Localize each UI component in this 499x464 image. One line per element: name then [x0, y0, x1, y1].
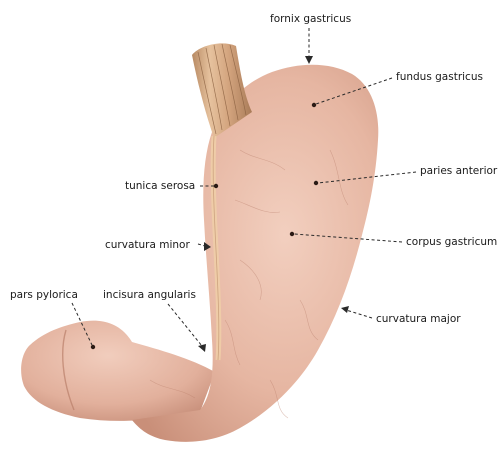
label-curvatura-major: curvatura major	[376, 313, 461, 325]
leader-incisura	[168, 304, 202, 346]
label-pars-pylorica: pars pylorica	[10, 289, 78, 301]
pyloric-part-shape	[21, 321, 215, 421]
arrow-fornix	[305, 56, 313, 64]
label-curvatura-minor: curvatura minor	[105, 239, 190, 251]
leader-curvatura-major	[346, 310, 372, 318]
dot-fundus	[312, 103, 316, 107]
leader-curvatura-minor	[198, 244, 205, 246]
arrow-incisura	[198, 344, 206, 352]
dot-pars-pylorica	[91, 345, 95, 349]
label-tunica-serosa: tunica serosa	[125, 180, 195, 192]
label-corpus-gastricum: corpus gastricum	[406, 236, 497, 248]
label-incisura-angularis: incisura angularis	[103, 289, 196, 301]
label-paries-anterior: paries anterior	[420, 165, 498, 177]
label-fundus-gastricus: fundus gastricus	[396, 71, 483, 83]
dot-corpus	[290, 232, 294, 236]
dot-paries	[314, 181, 318, 185]
label-fornix-gastricus: fornix gastricus	[270, 13, 351, 25]
arrow-curvatura-major	[341, 306, 349, 313]
dot-tunica-serosa	[214, 184, 218, 188]
